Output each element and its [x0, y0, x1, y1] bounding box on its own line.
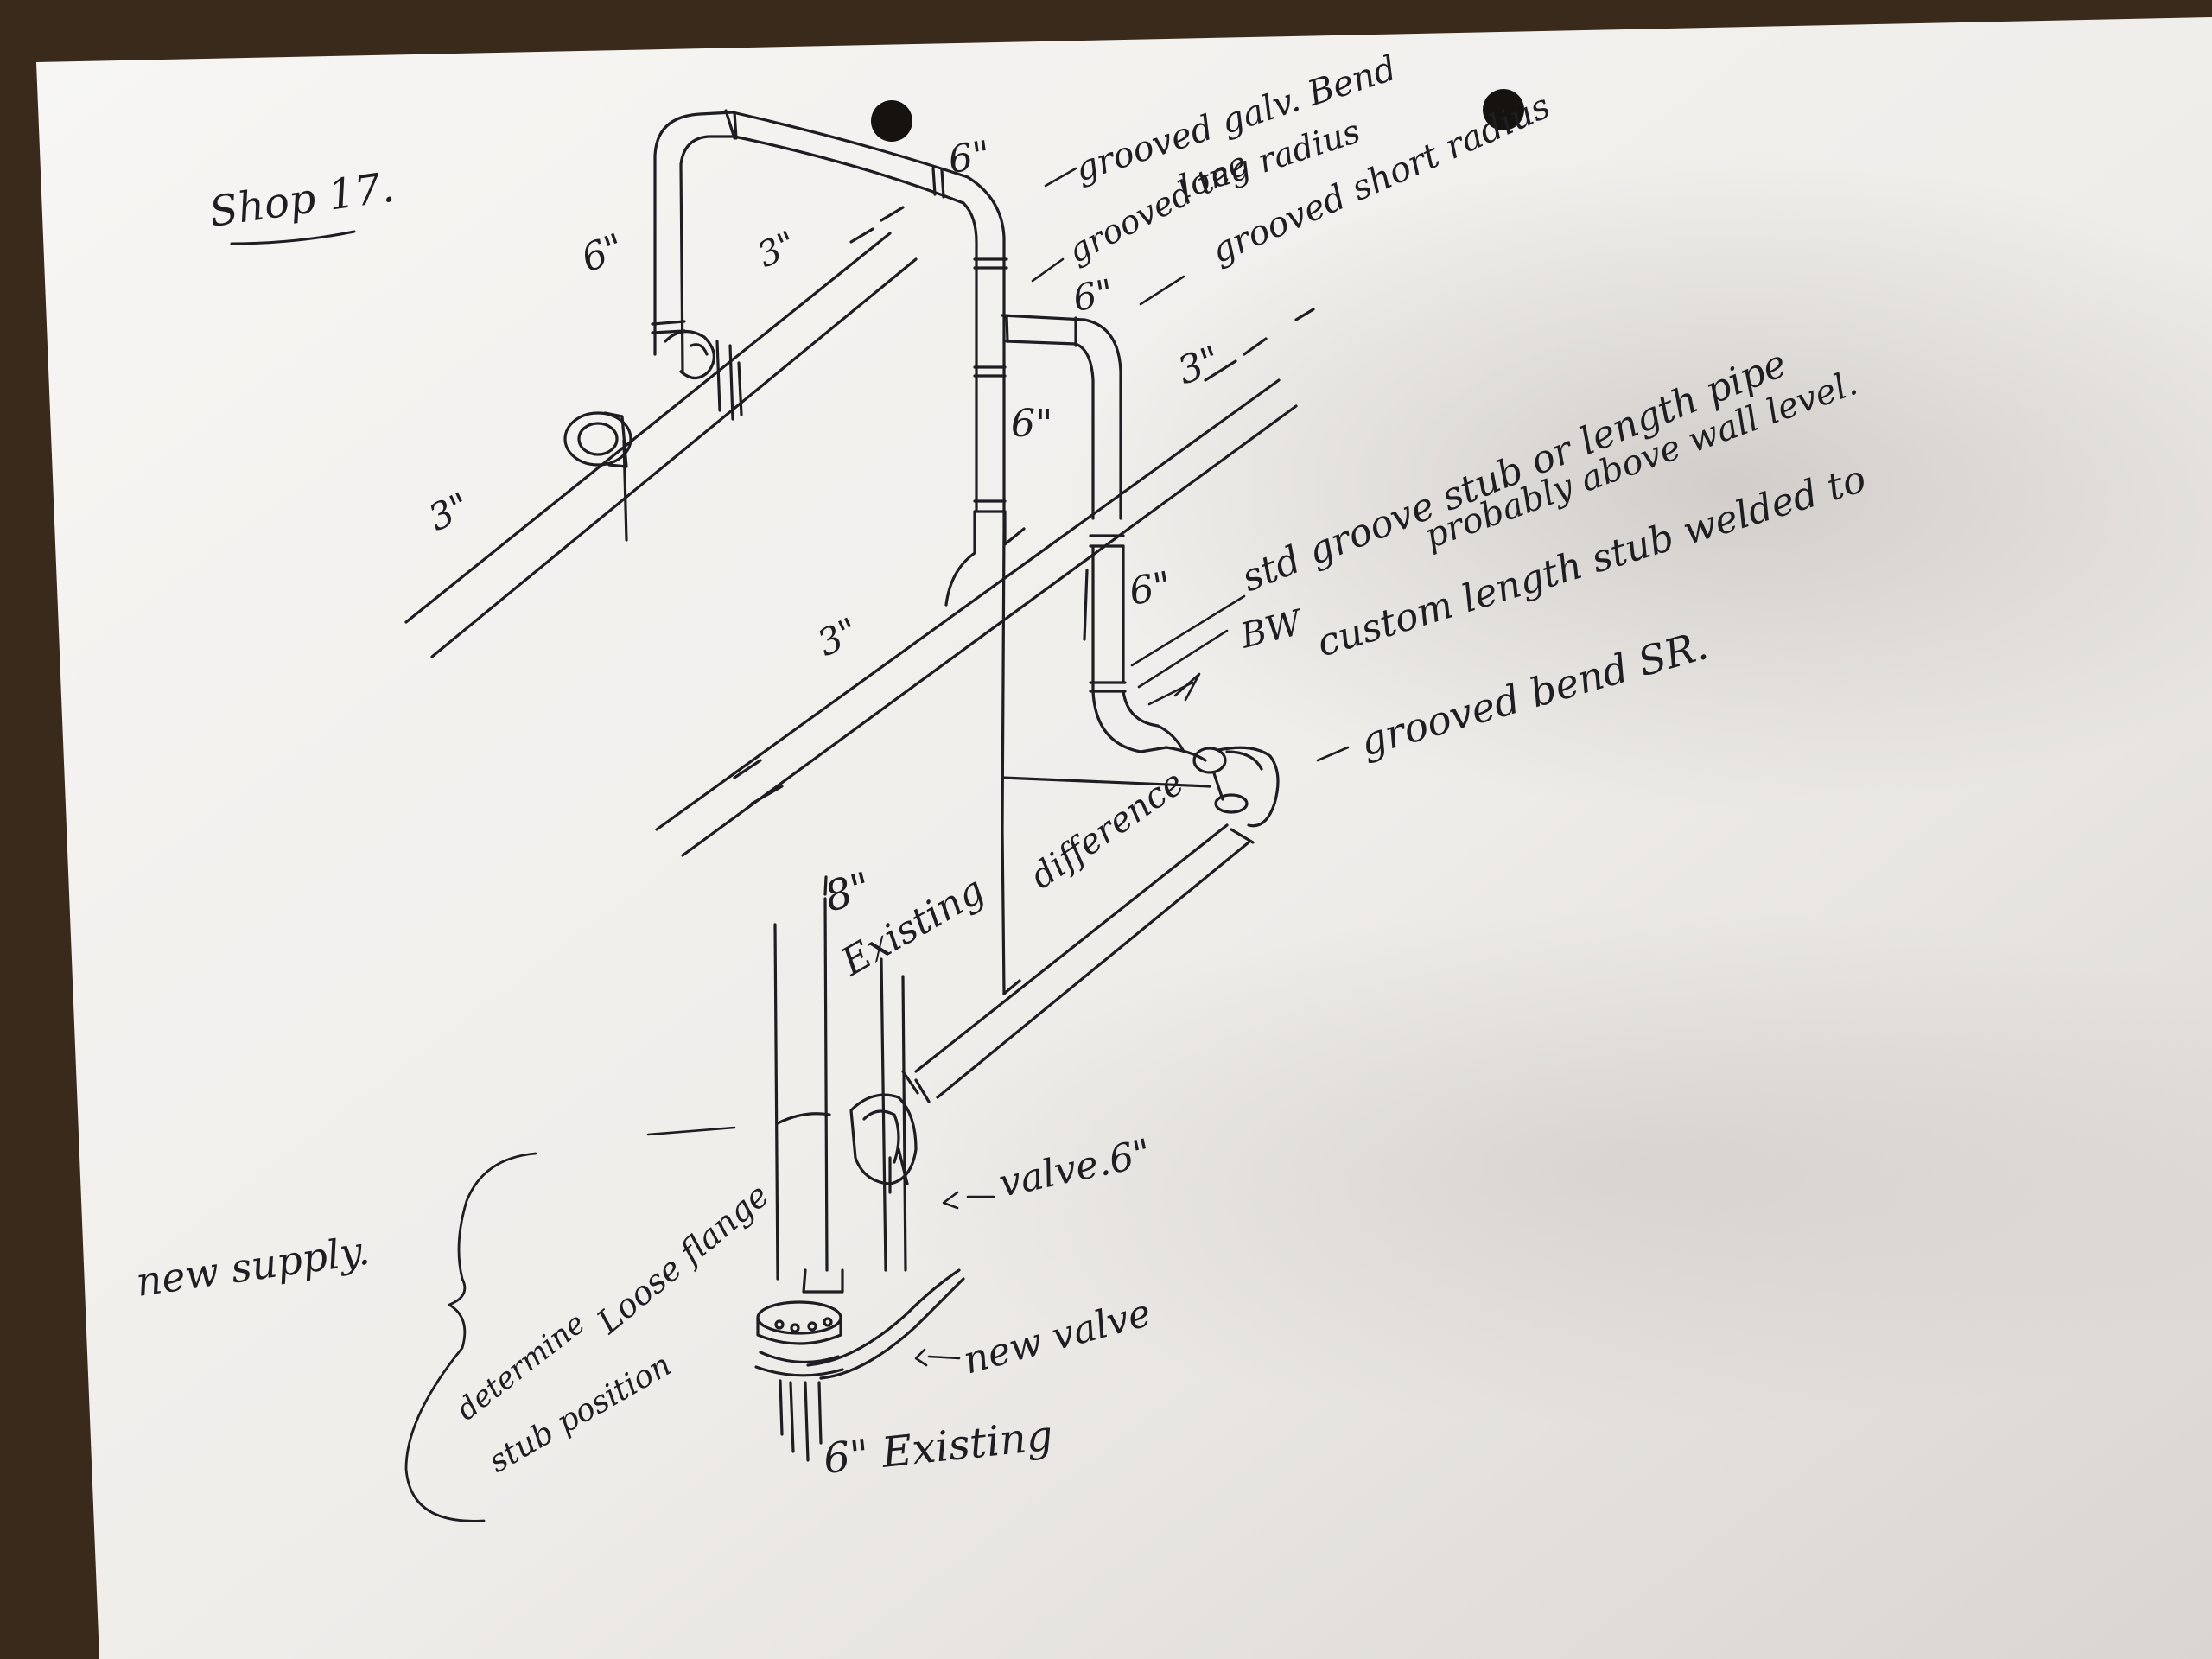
top-run	[731, 111, 1008, 529]
mid-riser	[944, 365, 1026, 831]
new-supply-brace	[404, 1152, 537, 1522]
short-radius-bend	[1001, 314, 1125, 548]
diagonal-supply-pipe	[914, 823, 1255, 1099]
size-mid-riser: 6"	[1011, 402, 1052, 446]
upper-3in-main	[404, 206, 1315, 658]
paper-shadow	[1071, 156, 2212, 812]
punch-hole-left	[871, 100, 912, 142]
lower-3in-main	[655, 378, 1298, 857]
paper-shadow-lower	[864, 907, 2212, 1426]
left-saddle-fitting	[664, 330, 743, 421]
size-right-riser: 6"	[1126, 563, 1174, 614]
existing-8in-riser	[773, 776, 1211, 1281]
leader-arrowheads	[914, 672, 1201, 1367]
top-left-riser	[651, 109, 736, 373]
size-top-run: 6"	[945, 133, 993, 182]
right-riser	[1083, 544, 1168, 753]
grooved-bend-sr	[1156, 724, 1280, 828]
valve-6in	[849, 1070, 931, 1194]
upper-main-flange	[563, 411, 632, 542]
punch-hole-right	[1483, 89, 1524, 130]
new-valve-flange	[754, 1268, 965, 1462]
size-short-drop: 6"	[1070, 271, 1116, 320]
pipe-sketch	[230, 109, 1350, 1522]
title-underline	[230, 230, 356, 245]
